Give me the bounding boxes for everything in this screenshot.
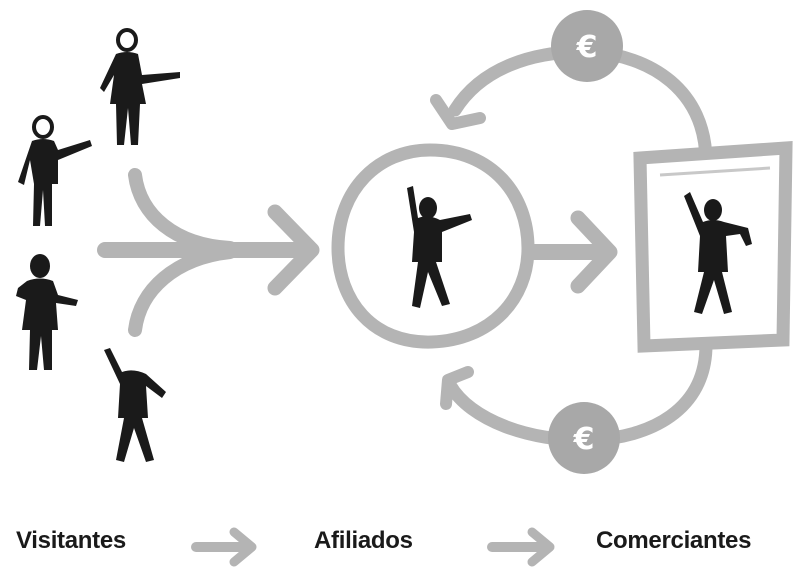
- affiliate-circle: [331, 143, 535, 349]
- label-visitantes: Visitantes: [16, 527, 126, 554]
- person-icon: [407, 186, 472, 308]
- person-icon: [100, 28, 180, 145]
- person-icon: [18, 115, 92, 226]
- euro-coin-icon: €: [548, 402, 620, 474]
- svg-text:€: €: [573, 422, 595, 457]
- person-icon: [684, 192, 752, 314]
- merchant-frame-icon: [633, 141, 793, 353]
- affiliate-to-merchant-arrow: [526, 210, 618, 294]
- person-icon: [16, 254, 78, 370]
- arrow-right-icon: [191, 527, 257, 567]
- svg-text:€: €: [576, 30, 598, 65]
- arrow-right-icon: [487, 527, 555, 567]
- euro-coin-icon: €: [551, 10, 623, 82]
- visitors-group: [16, 28, 180, 462]
- label-comerciantes: Comerciantes: [596, 527, 752, 554]
- visitor-flow-arrow: [97, 168, 320, 337]
- person-icon: [104, 348, 166, 462]
- label-afiliados: Afiliados: [314, 527, 413, 554]
